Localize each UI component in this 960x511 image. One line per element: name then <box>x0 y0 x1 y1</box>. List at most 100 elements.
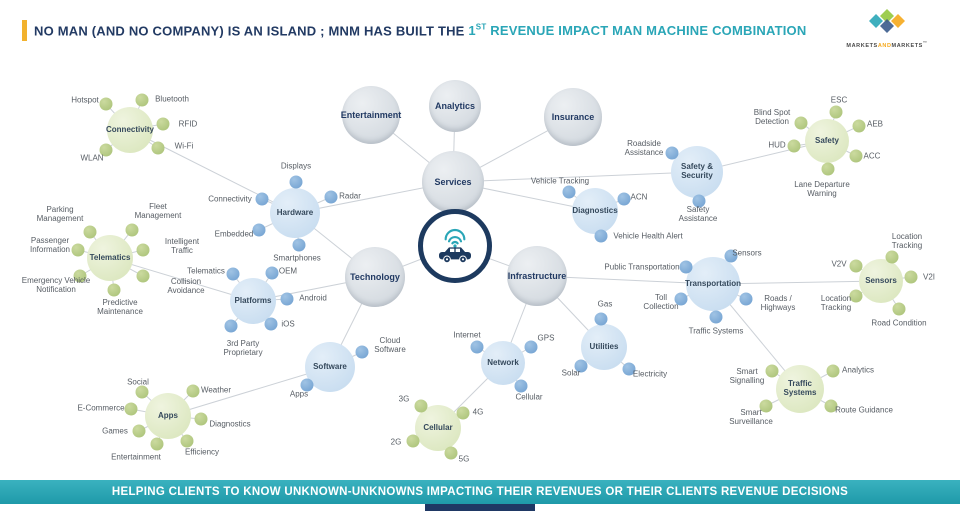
satellite-node-4g <box>456 406 470 420</box>
cluster-hub-network: Network <box>481 341 525 385</box>
satellite-node-cloud-software <box>355 345 369 359</box>
satellite-label-predictive-maintenance: Predictive Maintenance <box>97 297 143 316</box>
satellite-label-radar: Radar <box>339 191 361 201</box>
satellite-node-wi-fi <box>151 141 165 155</box>
satellite-label-collision-avoidance: Collision Avoidance <box>167 276 205 295</box>
satellite-label-social: Social <box>127 377 149 387</box>
satellite-node-connectivity <box>255 192 269 206</box>
satellite-node-sensors <box>724 249 738 263</box>
satellite-label-parking-management: Parking Management <box>36 204 84 223</box>
major-node-technology: Technology <box>345 247 405 307</box>
satellite-label-2g: 2G <box>390 437 402 447</box>
cluster-hub-platforms: Platforms <box>230 278 276 324</box>
satellite-node-3g <box>414 399 428 413</box>
satellite-label-android: Android <box>299 293 327 303</box>
satellite-node-weather <box>186 384 200 398</box>
satellite-node-gas <box>594 312 608 326</box>
satellite-label-analytics: Analytics <box>841 365 874 375</box>
cluster-hub-apps: Apps <box>145 393 191 439</box>
satellite-node-analytics <box>826 364 840 378</box>
major-node-insurance: Insurance <box>544 88 602 146</box>
satellite-label-acc: ACC <box>863 151 881 161</box>
satellite-label-oem: OEM <box>278 266 298 276</box>
logo-markets-1: MARKETS <box>846 42 878 49</box>
satellite-node-roadside-assistance <box>665 146 679 160</box>
satellite-label-apps: Apps <box>289 389 309 399</box>
satellite-node-fleet-management <box>125 223 139 237</box>
satellite-node-efficiency <box>180 434 194 448</box>
satellite-label-ios: iOS <box>281 319 295 329</box>
satellite-label-solar: Solar <box>561 368 581 378</box>
satellite-node-social <box>135 385 149 399</box>
satellite-label-route-guidance: Route Guidance <box>835 405 893 415</box>
satellite-label-intelligent-traffic: Intelligent Traffic <box>164 236 200 255</box>
satellite-label-sensors: Sensors <box>732 248 762 258</box>
satellite-label-e-commerce: E-Commerce <box>77 403 125 413</box>
satellite-label-traffic-systems: Traffic Systems <box>688 326 744 336</box>
satellite-label-esc: ESC <box>830 95 848 105</box>
satellite-label-telematics: Telematics <box>187 266 225 276</box>
footer-page-marker <box>425 504 535 511</box>
satellite-label-vehicle-health-alert: Vehicle Health Alert <box>613 231 683 241</box>
major-node-services: Services <box>422 151 484 213</box>
satellite-node-cellular <box>514 379 528 393</box>
satellite-label-acn: ACN <box>630 192 648 202</box>
satellite-node-3rd-party-proprietary <box>224 319 238 333</box>
satellite-node-diagnostics <box>194 412 208 426</box>
satellite-node-android <box>280 292 294 306</box>
cluster-hub-utilities: Utilities <box>581 324 627 370</box>
satellite-label-v2v: V2V <box>831 259 847 269</box>
satellite-node-parking-management <box>83 225 97 239</box>
satellite-label-v2i: V2I <box>922 272 935 282</box>
satellite-node-collision-avoidance <box>136 269 150 283</box>
satellite-node-vehicle-health-alert <box>594 229 608 243</box>
satellite-label-blind-spot-detection: Blind Spot Detection <box>753 107 791 126</box>
satellite-node-route-guidance <box>824 399 838 413</box>
satellite-label-cellular: Cellular <box>515 392 543 402</box>
satellite-label-location-tracking: Location Tracking <box>891 231 923 250</box>
satellite-node-ios <box>264 317 278 331</box>
satellite-node-v2v <box>849 259 863 273</box>
satellite-label-4g: 4G <box>472 407 484 417</box>
satellite-label-hud: HUD <box>768 140 786 150</box>
satellite-node-e-commerce <box>124 402 138 416</box>
satellite-label-emergency-vehicle-notification: Emergency Vehicle Notification <box>21 275 91 294</box>
satellite-label-hotspot: Hotspot <box>71 95 99 105</box>
satellite-label-internet: Internet <box>453 330 481 340</box>
satellite-label-aeb: AEB <box>866 119 883 129</box>
satellite-label-bluetooth: Bluetooth <box>155 94 189 104</box>
satellite-node-smartphones <box>292 238 306 252</box>
satellite-node-games <box>132 424 146 438</box>
satellite-node-apps <box>300 378 314 392</box>
satellite-label-lane-departure-warning: Lane Departure Warning <box>794 179 850 198</box>
satellite-node-safety-assistance <box>692 194 706 208</box>
satellite-node-rfid <box>156 117 170 131</box>
satellite-node-traffic-systems <box>709 310 723 324</box>
satellite-node-roads-highways <box>739 292 753 306</box>
satellite-label-location-tracking: Location Tracking <box>820 293 852 312</box>
satellite-label-vehicle-tracking: Vehicle Tracking <box>530 176 590 186</box>
satellite-label-smart-signalling: Smart Signalling <box>729 366 765 385</box>
satellite-label-gps: GPS <box>537 333 555 343</box>
satellite-node-acn <box>617 192 631 206</box>
satellite-node-2g <box>406 434 420 448</box>
satellite-node-esc <box>829 105 843 119</box>
cluster-hub-diagnostics: Diagnostics <box>572 188 618 234</box>
satellite-label-fleet-management: Fleet Management <box>134 201 182 220</box>
satellite-label-public-transportation: Public Transportation <box>604 262 680 272</box>
cluster-hub-safety: Safety <box>805 119 849 163</box>
satellite-label-embedded: Embedded <box>214 229 254 239</box>
satellite-label-smart-surveillance: Smart Surveillance <box>729 407 773 426</box>
satellite-label-connectivity: Connectivity <box>208 194 252 204</box>
satellite-label-3g: 3G <box>398 394 410 404</box>
satellite-node-acc <box>849 149 863 163</box>
satellite-node-vehicle-tracking <box>562 185 576 199</box>
satellite-node-gps <box>524 340 538 354</box>
satellite-node-emergency-vehicle-notification <box>73 269 87 283</box>
satellite-label-passenger-information: Passenger Information <box>29 235 71 254</box>
satellite-label-wlan: WLAN <box>80 153 104 163</box>
satellite-node-wlan <box>99 143 113 157</box>
satellite-label-5g: 5G <box>458 454 470 464</box>
logo-markets-2: MARKETS <box>891 42 923 49</box>
marketsandmarkets-logo: MARKETSANDMARKETS™ <box>828 8 946 49</box>
